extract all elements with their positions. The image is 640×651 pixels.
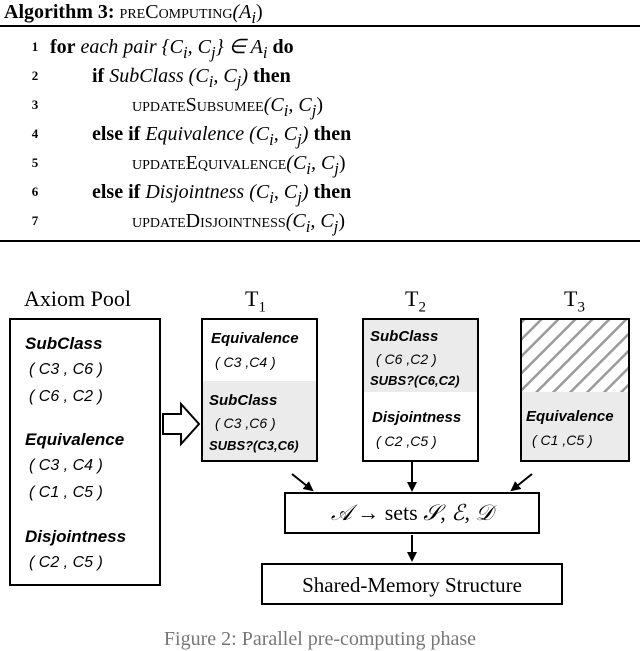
thread-label-1: T1 [245,286,266,316]
thread-label-3: T3 [564,286,585,316]
t2-shaded-region [364,320,477,392]
top-rule [0,25,640,27]
algorithm-name: preComputing [119,1,233,23]
thread-3-box: Equivalence ( C1 ,C5 ) [520,318,630,462]
t1-subclass-heading: SubClass [209,392,278,409]
pool-pair: ( C3 , C4 ) [29,457,103,474]
t1-pair: ( C3 ,C4 ) [215,354,276,370]
pool-pair: ( C3 , C6 ) [29,361,103,378]
t1-shaded-region [203,381,316,460]
thread-1-box: Equivalence ( C3 ,C4 ) SubClass ( C3 ,C6… [201,318,318,462]
sets-box: 𝒜 → sets 𝒮, ℰ, 𝒟 [284,492,540,534]
thread-2-box: SubClass ( C6 ,C2 ) SUBS?(C6,C2) Disjoin… [362,318,479,462]
pool-subclass-heading: SubClass [25,334,103,353]
pool-equivalence-heading: Equivalence [25,430,125,449]
t2-disjointness-heading: Disjointness [372,409,462,426]
t1-pair: ( C3 ,C6 ) [215,415,276,431]
shared-memory-box: Shared-Memory Structure [261,563,563,605]
t2-pair: ( C6 ,C2 ) [376,351,437,367]
pool-pair: ( C6 , C2 ) [29,388,103,405]
t2-pair: ( C2 ,C5 ) [376,433,437,449]
axiom-pool-label: Axiom Pool [24,286,131,311]
t2-subs-check: SUBS?(C6,C2) [370,373,460,388]
algorithm-title: Algorithm 3: preComputing(Ai) [4,1,263,27]
t2-subclass-heading: SubClass [370,328,439,345]
t3-hatched-region [522,320,628,460]
t3-pair: ( C1 ,C5 ) [532,432,593,448]
t3-equivalence-heading: Equivalence [526,408,614,425]
t1-subs-check: SUBS?(C3,C6) [209,438,299,453]
pool-to-threads-arrow [162,401,201,447]
bottom-rule [0,240,640,242]
pool-disjointness-heading: Disjointness [25,527,127,546]
thread-label-2: T2 [405,286,426,316]
pool-pair: ( C1 , C5 ) [29,484,103,501]
t1-arrow [291,473,314,492]
pool-pair: ( C2 , C5 ) [29,554,103,571]
axiom-pool-box: SubClass ( C3 , C6 ) ( C6 , C2 ) Equival… [9,318,161,586]
t1-equivalence-heading: Equivalence [211,330,299,347]
t3-arrow [510,473,533,492]
